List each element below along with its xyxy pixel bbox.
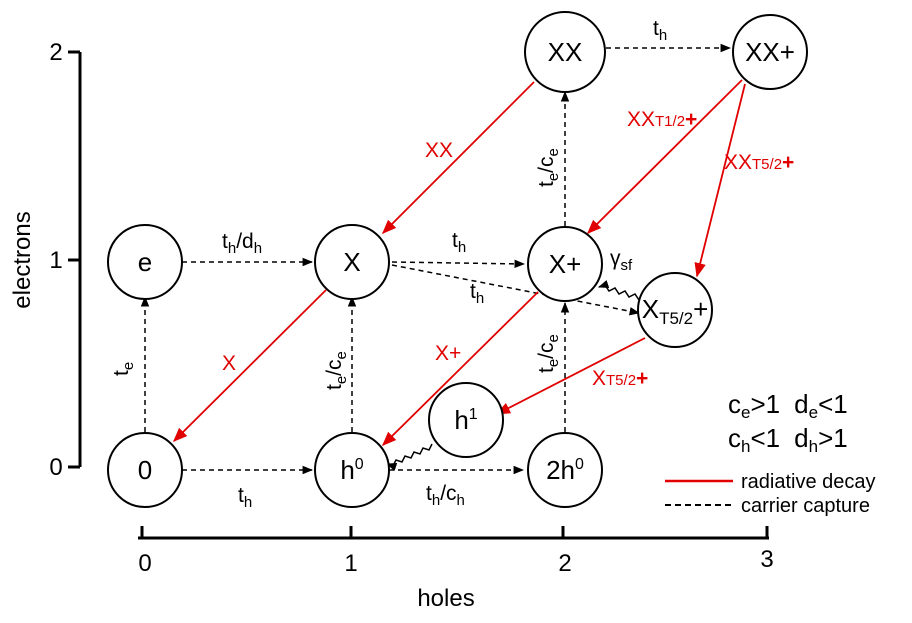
y-tick-label-0: 0 bbox=[49, 454, 62, 481]
radiative-XXp-to-XT52 bbox=[694, 83, 746, 278]
x-tick-label-2: 2 bbox=[558, 550, 571, 577]
state-h1: h1 bbox=[428, 382, 504, 458]
rate-te: te bbox=[110, 362, 137, 376]
rad-label-XXT12: XXT1/2+ bbox=[627, 108, 697, 131]
rate-thdh: th/dh bbox=[222, 230, 262, 257]
rate-th-X-XT52: th bbox=[470, 280, 484, 307]
states: 0 e X h0 h1 X+ 2h0 XX bbox=[107, 11, 808, 508]
x-tick-label-0: 0 bbox=[138, 550, 151, 577]
rate-thch: th/ch bbox=[426, 482, 465, 509]
spin-flip-arrows bbox=[386, 280, 640, 471]
rate-th-XX-XXp: th bbox=[653, 17, 667, 44]
rate-tece-2h0-Xp: te/ce bbox=[535, 334, 562, 373]
legend-capture-label: carrier capture bbox=[741, 495, 870, 517]
radiative-XXp-to-Xp bbox=[586, 79, 743, 235]
radiative-Xp-to-h0 bbox=[381, 291, 539, 447]
capture-X-to-Xp bbox=[391, 259, 526, 269]
radiative-XX-to-X bbox=[381, 81, 535, 235]
x-tick-label-3: 3 bbox=[760, 546, 773, 573]
capture-arrows bbox=[140, 43, 732, 475]
svg-text:XX+: XX+ bbox=[745, 37, 795, 67]
rate-labels: te th th/dh th th th th/ch te/ce te/ce t… bbox=[110, 17, 667, 511]
legend: radiative decay carrier capture bbox=[665, 471, 876, 517]
rate-gamma-sf: γsf bbox=[610, 247, 633, 274]
spin-flip-h1-to-h0 bbox=[386, 443, 433, 471]
rate-tece-Xp-XX: te/ce bbox=[535, 148, 562, 187]
spin-flip-XT52-to-Xp bbox=[598, 280, 640, 301]
svg-text:XX: XX bbox=[548, 37, 583, 67]
rad-label-XXT52: XXT5/2+ bbox=[724, 151, 794, 174]
rate-th-X-Xp: th bbox=[452, 229, 466, 256]
radiative-arrows bbox=[172, 79, 746, 447]
svg-text:X: X bbox=[343, 247, 360, 277]
state-XXp: XX+ bbox=[732, 14, 808, 90]
x-axis-title: holes bbox=[417, 585, 474, 612]
y-tick-label-2: 2 bbox=[49, 39, 62, 66]
rad-label-XT52: XT5/2+ bbox=[592, 367, 648, 390]
radiative-labels: X X+ XX XXT1/2+ XXT5/2+ XT5/2+ bbox=[222, 108, 794, 390]
state-XT52: XT5/2+ bbox=[637, 272, 713, 348]
rate-th-0-h0: th bbox=[238, 484, 252, 511]
svg-text:XT5/2+: XT5/2+ bbox=[642, 294, 709, 328]
state-XX: XX bbox=[524, 11, 606, 93]
rad-label-Xp: X+ bbox=[435, 342, 461, 365]
capture-X-to-XT52 bbox=[391, 264, 641, 316]
state-0: 0 bbox=[107, 432, 183, 508]
svg-text:h1: h1 bbox=[454, 405, 477, 435]
radiative-X-to-0 bbox=[172, 289, 327, 443]
state-h0: h0 bbox=[314, 432, 390, 508]
rate-tece-h0-X: te/ce bbox=[323, 351, 350, 390]
legend-radiative-label: radiative decay bbox=[741, 471, 876, 493]
svg-text:2h0: 2h0 bbox=[546, 455, 584, 485]
svg-text:h0: h0 bbox=[340, 455, 363, 485]
state-Xp: X+ bbox=[527, 226, 603, 302]
y-tick-label-1: 1 bbox=[49, 247, 62, 274]
x-tick-label-1: 1 bbox=[344, 550, 357, 577]
y-axis-title: electrons bbox=[9, 211, 36, 308]
axes: 0 1 2 electrons 0 1 2 3 holes bbox=[9, 39, 774, 612]
state-2h0: 2h0 bbox=[527, 432, 603, 508]
svg-text:0: 0 bbox=[138, 455, 152, 485]
rad-label-XX: XX bbox=[425, 139, 453, 162]
state-X: X bbox=[314, 224, 390, 300]
rad-label-X: X bbox=[222, 352, 236, 375]
svg-text:X+: X+ bbox=[549, 249, 582, 279]
svg-text:e: e bbox=[138, 247, 152, 277]
radiative-XT52-to-h1 bbox=[495, 337, 646, 415]
state-e: e bbox=[107, 224, 183, 300]
